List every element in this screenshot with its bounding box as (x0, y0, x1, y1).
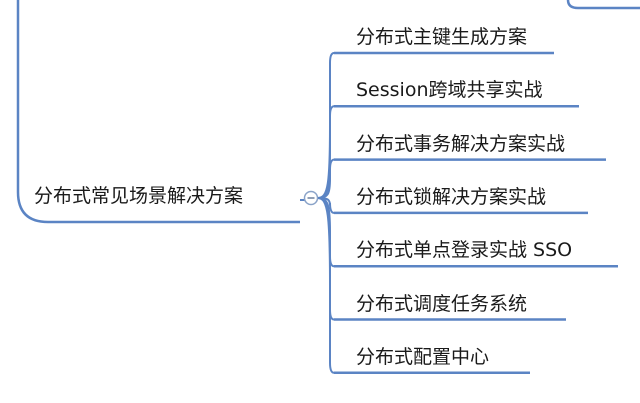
branch-node-3[interactable]: 分布式事务解决方案实战 (356, 132, 566, 155)
branch-connectors (317, 51, 618, 375)
branch-connector-4 (317, 197, 335, 214)
branch-node-2[interactable]: Session跨域共享实战 (356, 79, 543, 102)
branch-connector-2 (317, 105, 335, 199)
branch-node-6[interactable]: 分布式调度任务系统 (356, 292, 528, 315)
branch-node-4[interactable]: 分布式锁解决方案实战 (356, 185, 547, 208)
branch-node-5[interactable]: 分布式单点登录实战 SSO (356, 239, 573, 262)
branch-connector-3 (317, 158, 335, 199)
upper-connector-line (16, 0, 300, 224)
central-topic[interactable]: 分布式常见场景解决方案 (34, 185, 244, 207)
collapse-toggle[interactable] (303, 190, 319, 206)
upper-right-underline (566, 0, 640, 10)
branch-node-7[interactable]: 分布式配置中心 (356, 345, 490, 368)
branch-connector-1 (317, 52, 335, 199)
branch-connector-6 (317, 197, 335, 321)
branch-connector-7 (317, 197, 335, 374)
branch-node-1[interactable]: 分布式主键生成方案 (356, 26, 528, 48)
